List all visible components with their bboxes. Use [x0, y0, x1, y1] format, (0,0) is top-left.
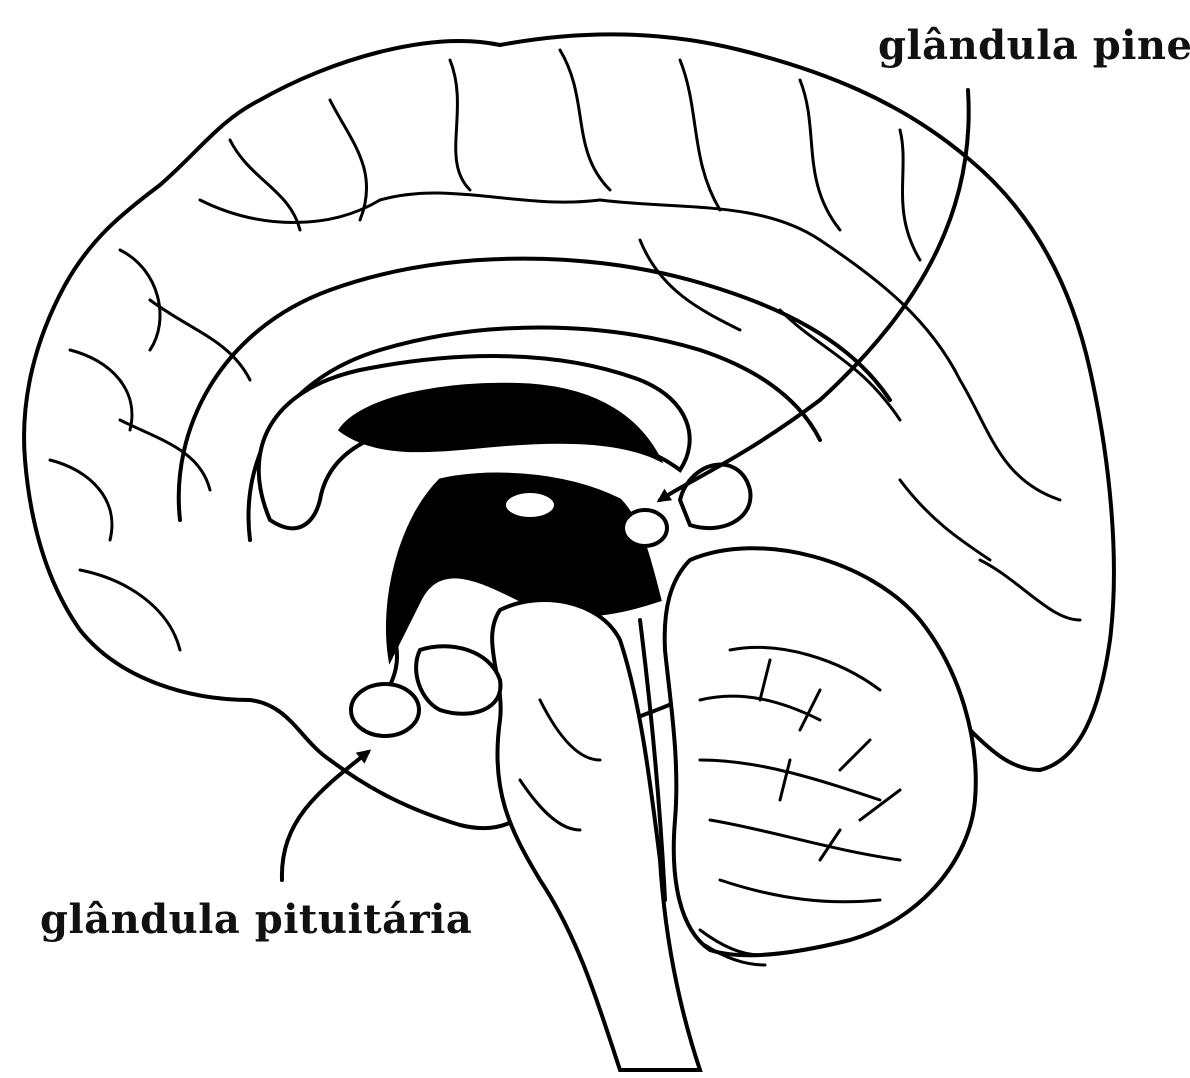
pineal-gland-label: glândula pineal	[878, 22, 1190, 69]
pituitary-gland-label: glândula pituitária	[40, 896, 472, 943]
pineal-arrow	[660, 90, 969, 500]
cerebellum	[665, 548, 976, 955]
pineal-gland	[623, 510, 667, 546]
interthalamic-adhesion	[504, 491, 556, 519]
pituitary-gland	[351, 684, 419, 736]
pituitary-arrow	[282, 752, 368, 880]
